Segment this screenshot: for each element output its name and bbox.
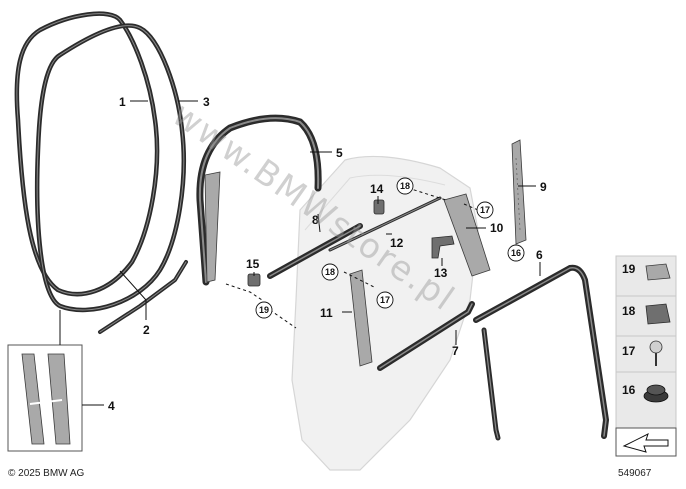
- svg-text:19: 19: [622, 262, 636, 276]
- pillar-trim-11: [349, 269, 373, 367]
- callout-15: 15: [246, 257, 260, 271]
- diagram-number: 549067: [618, 468, 652, 479]
- window-channel-6: [473, 264, 609, 441]
- belt-strip-7: [377, 301, 475, 371]
- callout-6: 6: [536, 248, 543, 262]
- callout-14: 14: [370, 182, 384, 196]
- window-frame-seal-5: [196, 114, 322, 286]
- circled-callout-19: 19: [255, 301, 273, 319]
- lower-seal-strip-2: [98, 260, 188, 334]
- legend-item-19: 19: [622, 262, 671, 281]
- callout-labels: 1 2 3 4 5 6 7 8 9 10 11 12 13 14 15: [108, 95, 547, 413]
- callout-8: 8: [312, 213, 319, 227]
- callout-11: 11: [320, 306, 333, 320]
- callout-5: 5: [336, 146, 343, 160]
- pillar-cover-9: [511, 139, 527, 245]
- clip-part-14: [373, 199, 385, 215]
- legend-item-18: 18: [622, 303, 671, 325]
- svg-text:19: 19: [259, 305, 269, 315]
- callout-1: 1: [119, 95, 126, 109]
- window-strip-12: [328, 196, 442, 252]
- svg-text:16: 16: [622, 383, 636, 397]
- callout-2: 2: [143, 323, 150, 337]
- legend-item-16: 16: [622, 383, 669, 403]
- callout-9: 9: [540, 180, 547, 194]
- copyright-text: © 2025 BMW AG: [8, 468, 85, 479]
- callout-13: 13: [434, 266, 448, 280]
- svg-text:18: 18: [400, 181, 410, 191]
- navigation-arrow-box[interactable]: [615, 427, 677, 457]
- svg-text:17: 17: [622, 344, 636, 358]
- callout-10: 10: [490, 221, 504, 235]
- door-seal-1: [14, 11, 160, 297]
- callout-12: 12: [390, 236, 404, 250]
- circled-callout-16: 16: [507, 244, 525, 262]
- circled-callouts: 16 17 17 18 18 19: [255, 177, 525, 319]
- svg-text:18: 18: [622, 304, 636, 318]
- legend-item-17: 17: [622, 340, 663, 366]
- svg-text:17: 17: [480, 205, 490, 215]
- svg-text:17: 17: [380, 295, 390, 305]
- belt-strip-8: [267, 223, 363, 279]
- svg-text:18: 18: [325, 267, 335, 277]
- circled-callout-18b: 18: [321, 263, 339, 281]
- arrow-icon: [622, 433, 669, 453]
- trim-10: [443, 193, 491, 277]
- circled-callout-17a: 17: [476, 201, 494, 219]
- inset-box-4: [7, 344, 83, 452]
- handle-part-13: [431, 235, 455, 259]
- callout-7: 7: [452, 344, 459, 358]
- callout-4: 4: [108, 399, 115, 413]
- callout-3: 3: [203, 95, 210, 109]
- parts-legend: 19 18 17 16: [615, 255, 677, 429]
- svg-text:16: 16: [511, 248, 521, 258]
- circled-callout-17b: 17: [376, 291, 394, 309]
- circled-callout-18a: 18: [396, 177, 414, 195]
- door-seal-3: [34, 23, 186, 313]
